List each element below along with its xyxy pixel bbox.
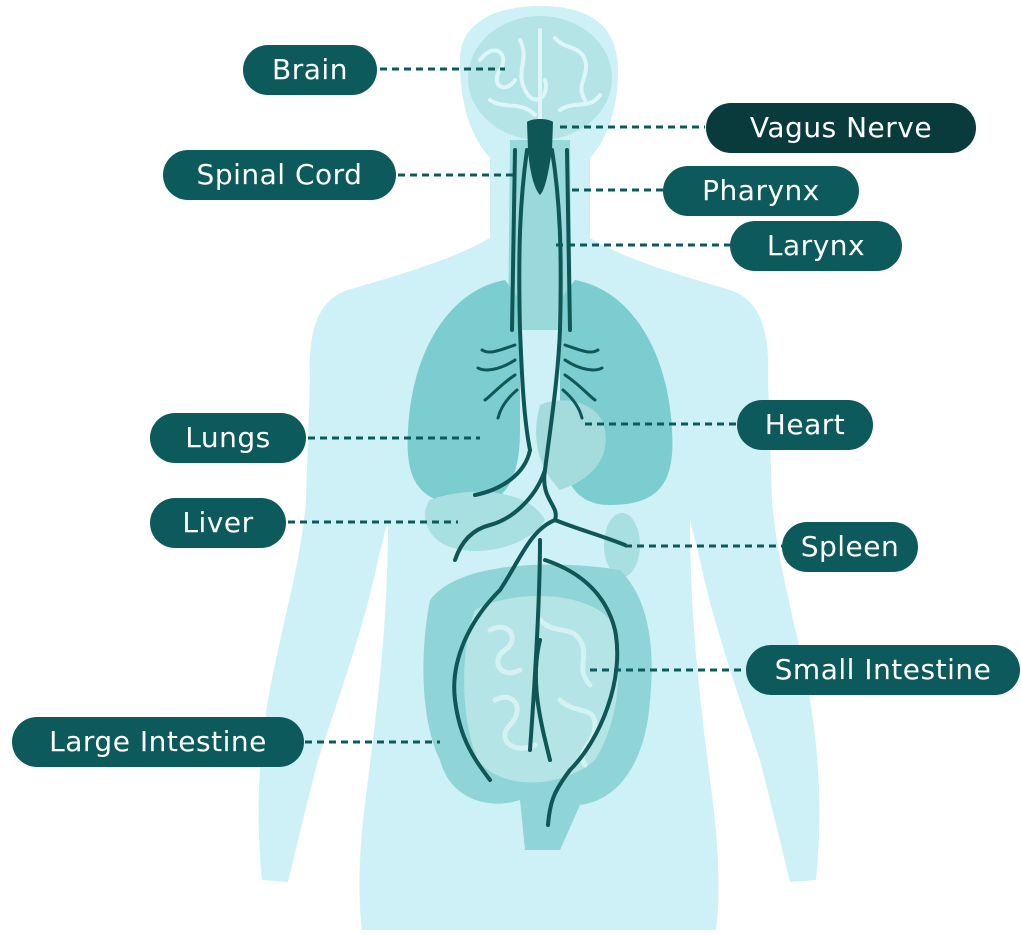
- label-spinal-cord: Spinal Cord: [163, 150, 396, 200]
- label-vagus-nerve: Vagus Nerve: [706, 103, 976, 153]
- label-larynx: Larynx: [730, 221, 902, 271]
- label-lungs: Lungs: [150, 413, 306, 463]
- label-liver: Liver: [150, 498, 286, 548]
- label-brain: Brain: [243, 45, 377, 95]
- label-pharynx: Pharynx: [663, 166, 859, 216]
- label-large-intestine: Large Intestine: [12, 717, 304, 767]
- label-spleen: Spleen: [782, 522, 918, 572]
- label-heart: Heart: [737, 400, 873, 450]
- label-small-intestine: Small Intestine: [746, 645, 1020, 695]
